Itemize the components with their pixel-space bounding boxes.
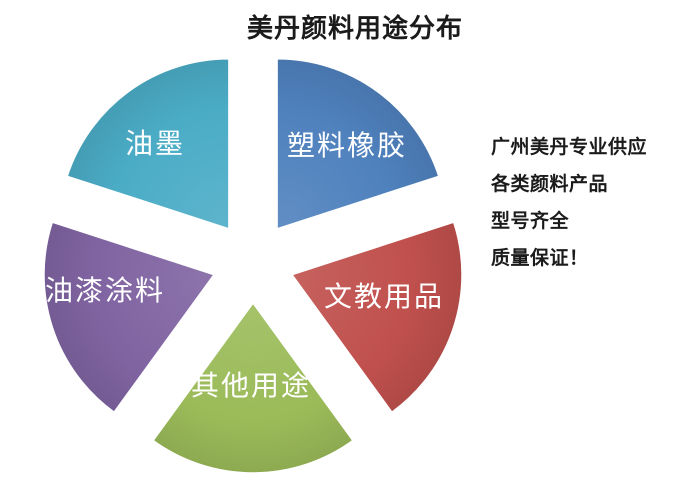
promo-line-4: 质量保证！ [491,247,589,269]
pie-slice-other-uses [152,302,354,474]
pie-slice-ink [66,58,230,230]
pie-label-ink: 油墨 [125,127,185,160]
pie-slice-stationery [291,221,463,413]
promo-line-2: 各类颜料产品 [491,173,609,195]
pie-label-paint-coating: 油漆涂料 [45,274,165,307]
chart-title: 美丹颜料用途分布 [246,14,463,44]
promo-line-1: 广州美丹专业供应 [491,136,648,158]
promo-text-block: 广州美丹专业供应 各类颜料产品 型号齐全 质量保证！ [491,129,647,277]
promo-line-3: 型号齐全 [491,210,570,232]
pie-slice-plastic-rubber [276,58,440,230]
pie-label-other-uses: 其他用途 [191,369,311,402]
pie-label-plastic-rubber: 塑料橡胶 [287,129,407,162]
pie-slice-paint-coating [43,221,215,413]
pie-label-stationery: 文教用品 [324,280,444,313]
